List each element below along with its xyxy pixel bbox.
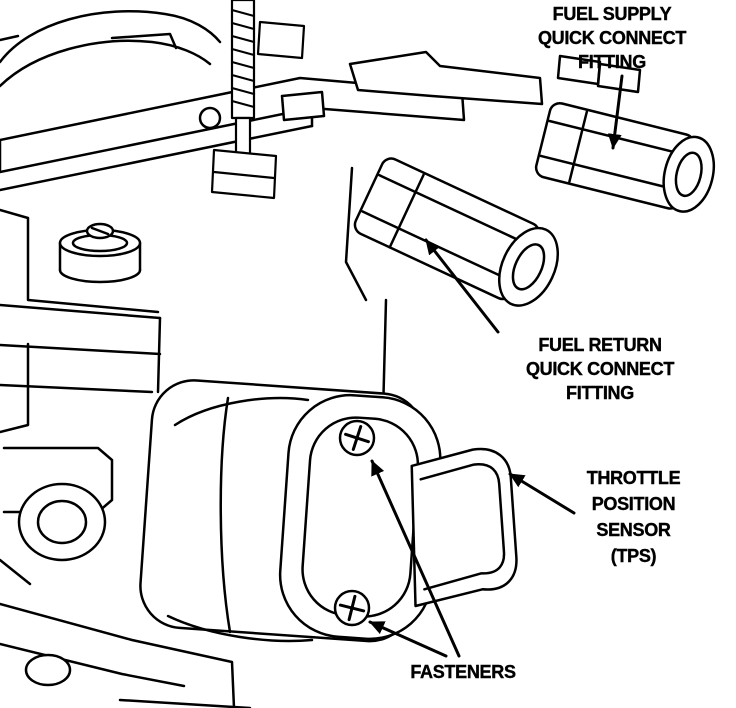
fuel-return-fitting (344, 157, 560, 454)
flange-plate (0, 76, 466, 192)
fasteners-arrow-bottom (368, 620, 448, 658)
fastener-screw-bottom (333, 589, 371, 627)
callout-arrows (368, 74, 624, 658)
fastener-screw-top (338, 419, 376, 457)
tps-label: THROTTLE POSITION SENSOR (TPS) (586, 468, 681, 566)
threaded-stud (210, 0, 306, 200)
fuel-return-label: FUEL RETURN QUICK CONNECT FITTING (525, 335, 675, 403)
fuel-supply-fitting (534, 101, 716, 213)
vacuum-port (0, 446, 114, 586)
base-casting (0, 602, 252, 708)
tps-arrow (508, 472, 576, 515)
air-horn-housing (0, 10, 222, 88)
fasteners-arrow-top (370, 459, 461, 658)
tps-connector (410, 447, 518, 608)
fasteners-label: FASTENERS (410, 662, 516, 682)
fuel-supply-arrow (607, 74, 624, 150)
fuel-return-arrow (424, 238, 500, 334)
throttle-body-casting (0, 208, 162, 434)
fuel-supply-label: FUEL SUPPLY QUICK CONNECT FITTING (537, 4, 687, 72)
mounting-bracket (348, 50, 642, 106)
